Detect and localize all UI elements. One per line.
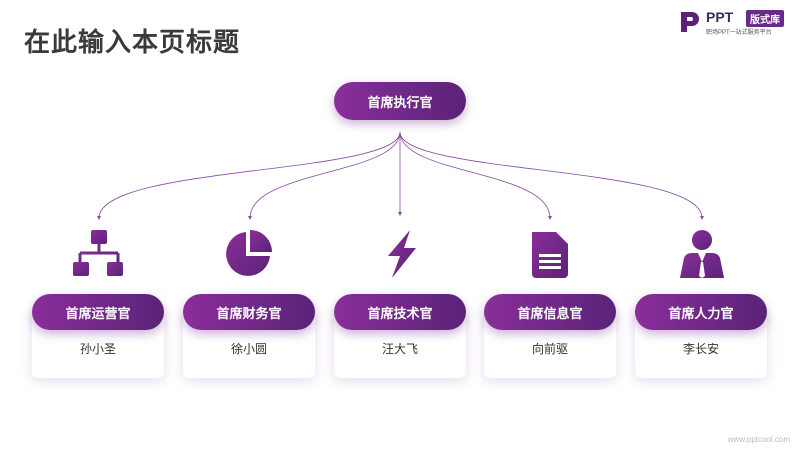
connector-to-coo bbox=[97, 131, 401, 220]
person-name-coo: 孙小圣 bbox=[79, 342, 116, 356]
dept-title-cho: 首席人力官 bbox=[635, 294, 767, 330]
dept-title-cio: 首席信息官 bbox=[484, 294, 616, 330]
person-name-cio: 向前驱 bbox=[531, 342, 568, 356]
person-name-cto: 汪大飞 bbox=[381, 342, 418, 356]
brand-logo: PPT 版式库 职场PPT一站式服务平台 bbox=[678, 8, 794, 36]
connector-to-cfo bbox=[248, 131, 401, 220]
person-icon bbox=[680, 230, 724, 278]
logo-mark-icon bbox=[681, 12, 699, 32]
person-name-cho: 李长安 bbox=[682, 342, 719, 356]
connector-to-cio bbox=[399, 131, 552, 220]
org-chart-icon bbox=[73, 230, 123, 276]
connector-to-cho bbox=[399, 131, 704, 220]
page-title: 在此输入本页标题 bbox=[24, 28, 241, 58]
logo-text: PPT bbox=[706, 9, 734, 25]
watermark-text: www.pptcool.com bbox=[727, 435, 790, 444]
document-icon bbox=[532, 232, 568, 278]
person-name-cfo: 徐小圆 bbox=[230, 342, 267, 356]
logo-tagline: 职场PPT一站式服务平台 bbox=[706, 30, 772, 36]
dept-title-cto: 首席技术官 bbox=[334, 294, 466, 330]
ceo-node: 首席执行官 bbox=[334, 82, 466, 120]
dept-title-coo: 首席运营官 bbox=[32, 294, 164, 330]
dept-title-cfo: 首席财务官 bbox=[183, 294, 315, 330]
pie-chart-icon bbox=[226, 230, 272, 276]
logo-badge: 版式库 bbox=[746, 10, 784, 27]
lightning-icon bbox=[388, 230, 416, 278]
